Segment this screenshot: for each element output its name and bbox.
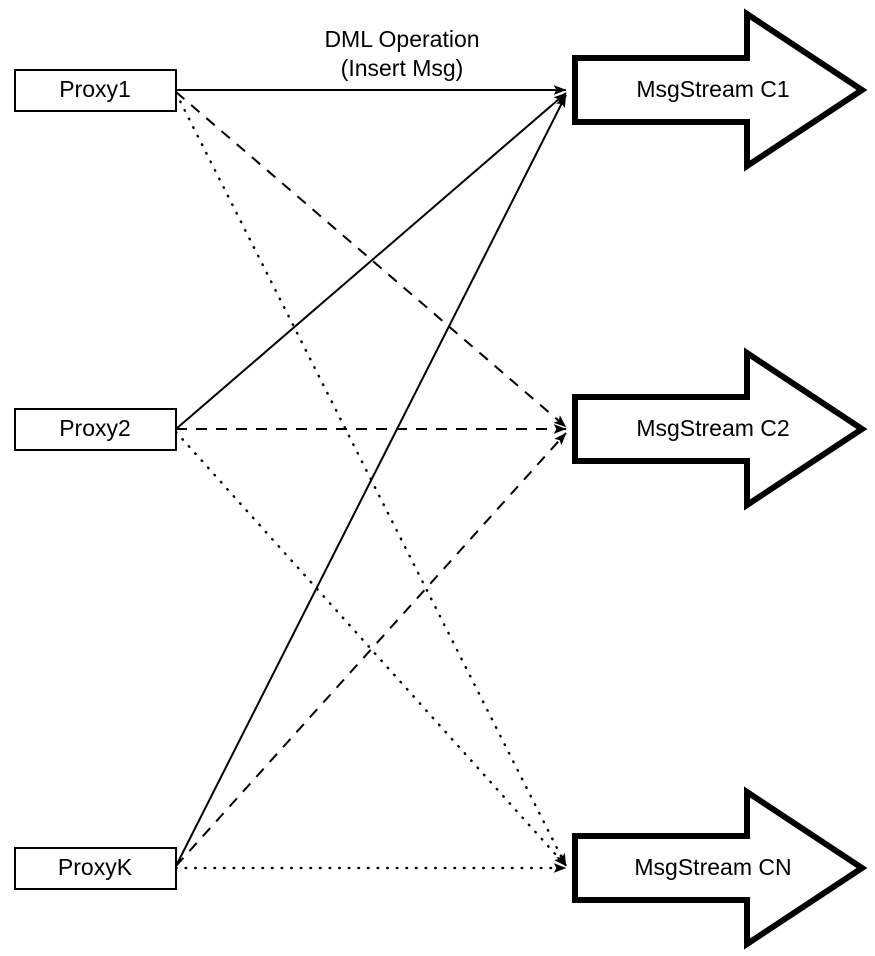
link-proxyk-to-c1	[175, 94, 567, 867]
link-proxy2-to-c1	[175, 92, 567, 430]
source-node-proxyk-label: ProxyK	[58, 854, 133, 880]
edge-caption-dml-operation: DML Operation (Insert Msg)	[324, 26, 479, 81]
link-proxy1-to-c2	[175, 91, 567, 428]
source-node-proxy1-rect[interactable]	[14, 69, 177, 112]
source-node-proxy2[interactable]: Proxy2	[14, 408, 177, 451]
target-node-c2[interactable]: MsgStream C2	[572, 347, 868, 511]
link-group-proxyk	[174, 94, 568, 873]
edge-caption-line2: (Insert Msg)	[341, 55, 464, 81]
source-node-proxy2-rect[interactable]	[14, 408, 177, 451]
target-node-cn[interactable]: MsgStream CN	[572, 786, 868, 950]
target-node-c2-arrow-shape[interactable]	[572, 347, 868, 511]
source-node-proxyk-rect[interactable]	[14, 847, 177, 890]
target-node-c1-arrow-shape[interactable]	[572, 8, 868, 172]
source-node-proxy2-label: Proxy2	[59, 415, 131, 441]
source-node-proxyk[interactable]: ProxyK	[14, 847, 177, 890]
target-node-c2-label: MsgStream C2	[636, 415, 789, 441]
target-node-cn-arrow-shape[interactable]	[572, 786, 868, 950]
link-proxy2-to-cn	[174, 430, 568, 868]
link-proxyk-to-c2	[175, 432, 567, 867]
source-node-proxy1[interactable]: Proxy1	[14, 69, 177, 112]
target-node-c1[interactable]: MsgStream C1	[572, 8, 868, 172]
target-node-c1-label: MsgStream C1	[636, 76, 789, 102]
edge-caption-line1: DML Operation	[324, 26, 479, 52]
target-node-cn-label: MsgStream CN	[634, 854, 791, 880]
source-node-proxy1-label: Proxy1	[59, 76, 131, 102]
link-group-proxy2	[174, 92, 568, 868]
